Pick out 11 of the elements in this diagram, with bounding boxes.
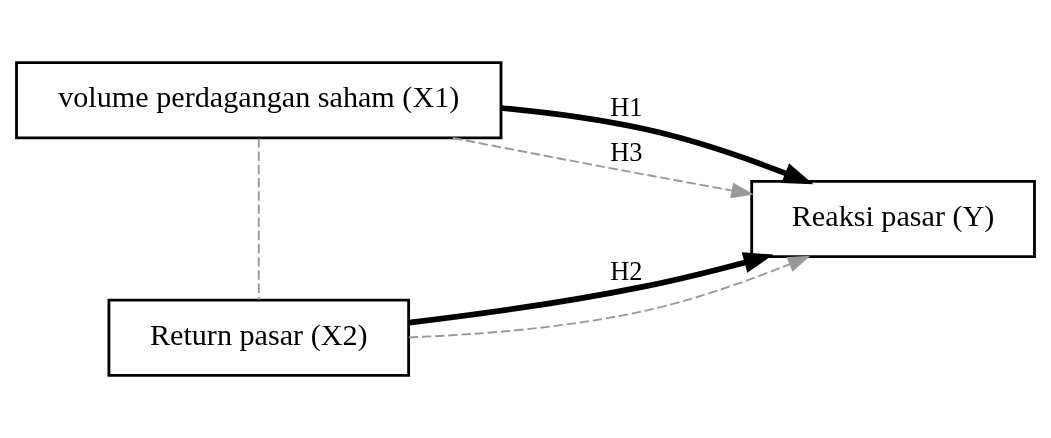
arrow xyxy=(408,252,774,326)
arrow xyxy=(407,255,811,339)
edge-label: H3 xyxy=(610,136,643,167)
arrow xyxy=(452,137,754,199)
node-box: volume perdagangan saham (X1) xyxy=(15,61,503,140)
arrow xyxy=(501,105,814,185)
node-box: Return pasar (X2) xyxy=(107,298,411,377)
edge-label: H1 xyxy=(610,91,643,122)
node-box: Reaksi pasar (Y) xyxy=(750,179,1036,259)
edge-label: H2 xyxy=(610,255,643,286)
connector xyxy=(257,137,260,301)
